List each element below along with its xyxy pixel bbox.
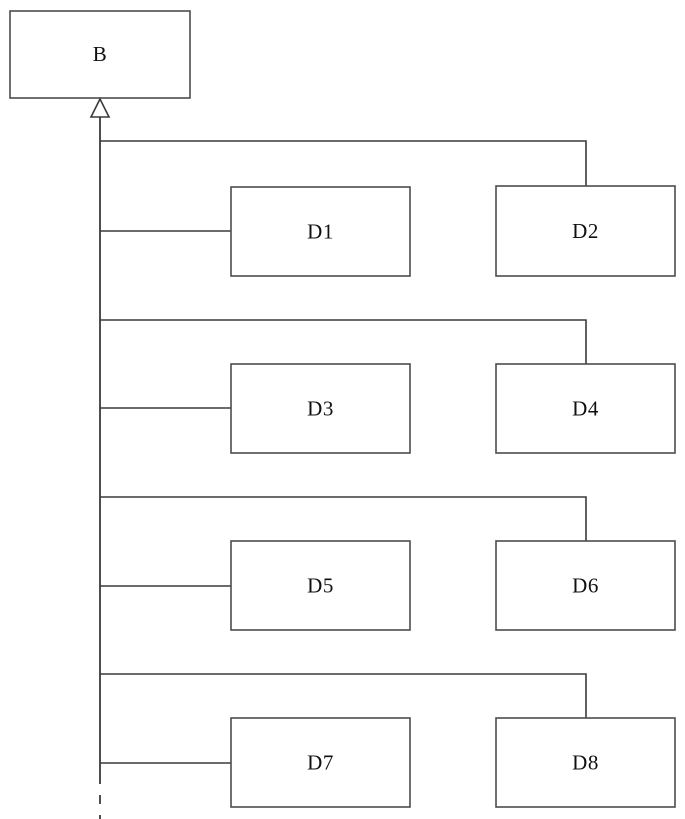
class-label-d4: D4: [572, 397, 599, 421]
class-box-d6[interactable]: [495, 540, 676, 631]
class-label-d8: D8: [572, 751, 599, 775]
class-label-d2: D2: [572, 219, 599, 243]
branch-connector-right-1: [100, 140, 587, 186]
class-node-d7[interactable]: D7: [230, 717, 411, 808]
class-box-d7[interactable]: [230, 717, 411, 808]
class-box-d8[interactable]: [495, 717, 676, 808]
class-label-base: B: [93, 42, 108, 66]
class-label-d7: D7: [307, 751, 334, 775]
class-node-d3[interactable]: D3: [230, 363, 411, 454]
generalization-arrowhead-icon: [89, 97, 111, 118]
class-box-d3[interactable]: [230, 363, 411, 454]
inheritance-row-2: D3 D4: [100, 319, 676, 454]
class-node-d6[interactable]: D6: [495, 540, 676, 631]
inheritance-row-4: D7 D8: [100, 673, 676, 808]
inheritance-row-3: D5 D6: [100, 496, 676, 631]
inheritance-row-1: D1 D2: [100, 140, 676, 277]
class-node-d5[interactable]: D5: [230, 540, 411, 631]
class-node-d8[interactable]: D8: [495, 717, 676, 808]
branch-connector-right-4: [100, 673, 587, 718]
class-box-base[interactable]: [9, 10, 191, 99]
class-label-d1: D1: [307, 220, 334, 244]
class-label-d3: D3: [307, 397, 334, 421]
class-box-d1[interactable]: [230, 186, 411, 277]
class-label-d6: D6: [572, 574, 599, 598]
branch-connector-right-3: [100, 496, 587, 541]
class-box-d2[interactable]: [495, 185, 676, 277]
class-node-base[interactable]: B: [9, 10, 191, 99]
class-node-d4[interactable]: D4: [495, 363, 676, 454]
class-node-d1[interactable]: D1: [230, 186, 411, 277]
branch-connector-right-2: [100, 319, 587, 364]
class-node-d2[interactable]: D2: [495, 185, 676, 277]
class-box-d5[interactable]: [230, 540, 411, 631]
class-box-d4[interactable]: [495, 363, 676, 454]
class-label-d5: D5: [307, 574, 334, 598]
